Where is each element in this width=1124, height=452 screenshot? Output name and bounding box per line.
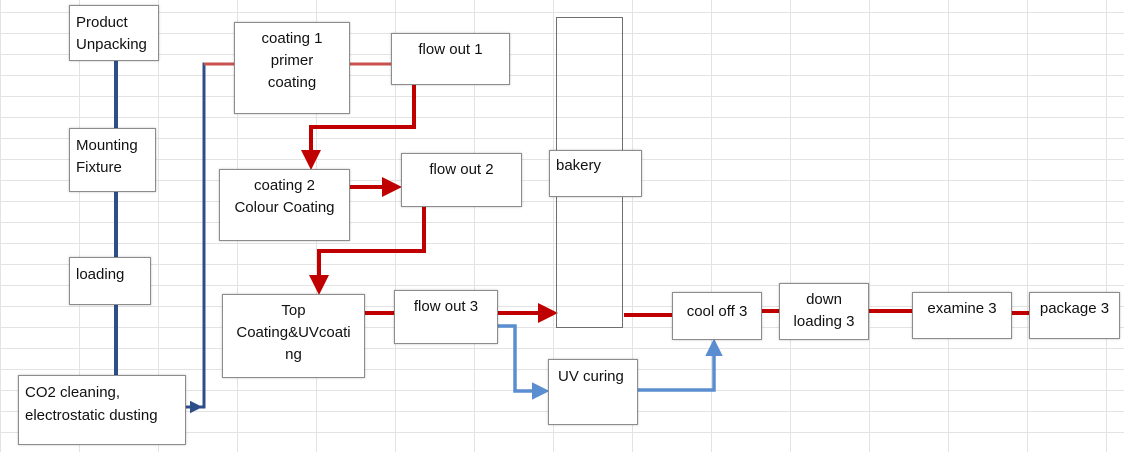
examine-3-box: examine 3: [912, 292, 1012, 339]
top-coating-label: Top Coating&UVcoati ng: [236, 302, 351, 363]
bakery-label: bakery: [556, 157, 602, 174]
top-coating-box: Top Coating&UVcoati ng: [222, 294, 365, 378]
uv-curing-box: UV curing: [548, 359, 638, 425]
connector-uv-to-cooloff: [638, 338, 723, 392]
mounting-fixture-box: Mounting Fixture: [69, 128, 156, 192]
flow-out-2-label: flow out 2: [429, 161, 494, 178]
connector-flow3-to-uv: [498, 324, 550, 400]
mounting-fixture-label: Mounting Fixture: [76, 137, 138, 176]
package-3-box: package 3: [1029, 292, 1120, 339]
flow-out-1-box: flow out 1: [391, 33, 510, 85]
flow-out-3-label: flow out 3: [413, 298, 479, 315]
product-unpacking-box: Product Unpacking: [69, 5, 159, 61]
cool-off-3-box: cool off 3: [672, 292, 762, 340]
cool-off-3-label: cool off 3: [686, 303, 748, 320]
coating-2-label: coating 2 Colour Coating: [234, 177, 335, 216]
coating-1-box: coating 1 primer coating: [234, 22, 350, 114]
flow-out-2-box: flow out 2: [401, 153, 522, 207]
co2-cleaning-label: CO2 cleaning, electrostatic dusting: [25, 384, 158, 424]
loading-box: loading: [69, 257, 151, 305]
down-loading-3-box: down loading 3: [779, 283, 869, 340]
connector-flow2-to-top: [309, 207, 426, 295]
flow-out-3-box: flow out 3: [394, 290, 498, 344]
co2-cleaning-box: CO2 cleaning, electrostatic dusting: [18, 375, 186, 445]
flow-out-1-label: flow out 1: [418, 41, 483, 58]
coating-2-box: coating 2 Colour Coating: [219, 169, 350, 241]
connector-flow1-to-coating2: [301, 84, 416, 170]
loading-label: loading: [76, 266, 125, 283]
product-unpacking-label: Product Unpacking: [76, 14, 147, 53]
package-3-label: package 3: [1039, 300, 1110, 317]
bakery-box: bakery: [549, 150, 642, 197]
coating-1-label: coating 1 primer coating: [261, 30, 323, 91]
examine-3-label: examine 3: [927, 300, 997, 317]
down-loading-3-label: down loading 3: [793, 291, 855, 330]
uv-curing-label: UV curing: [558, 368, 624, 385]
